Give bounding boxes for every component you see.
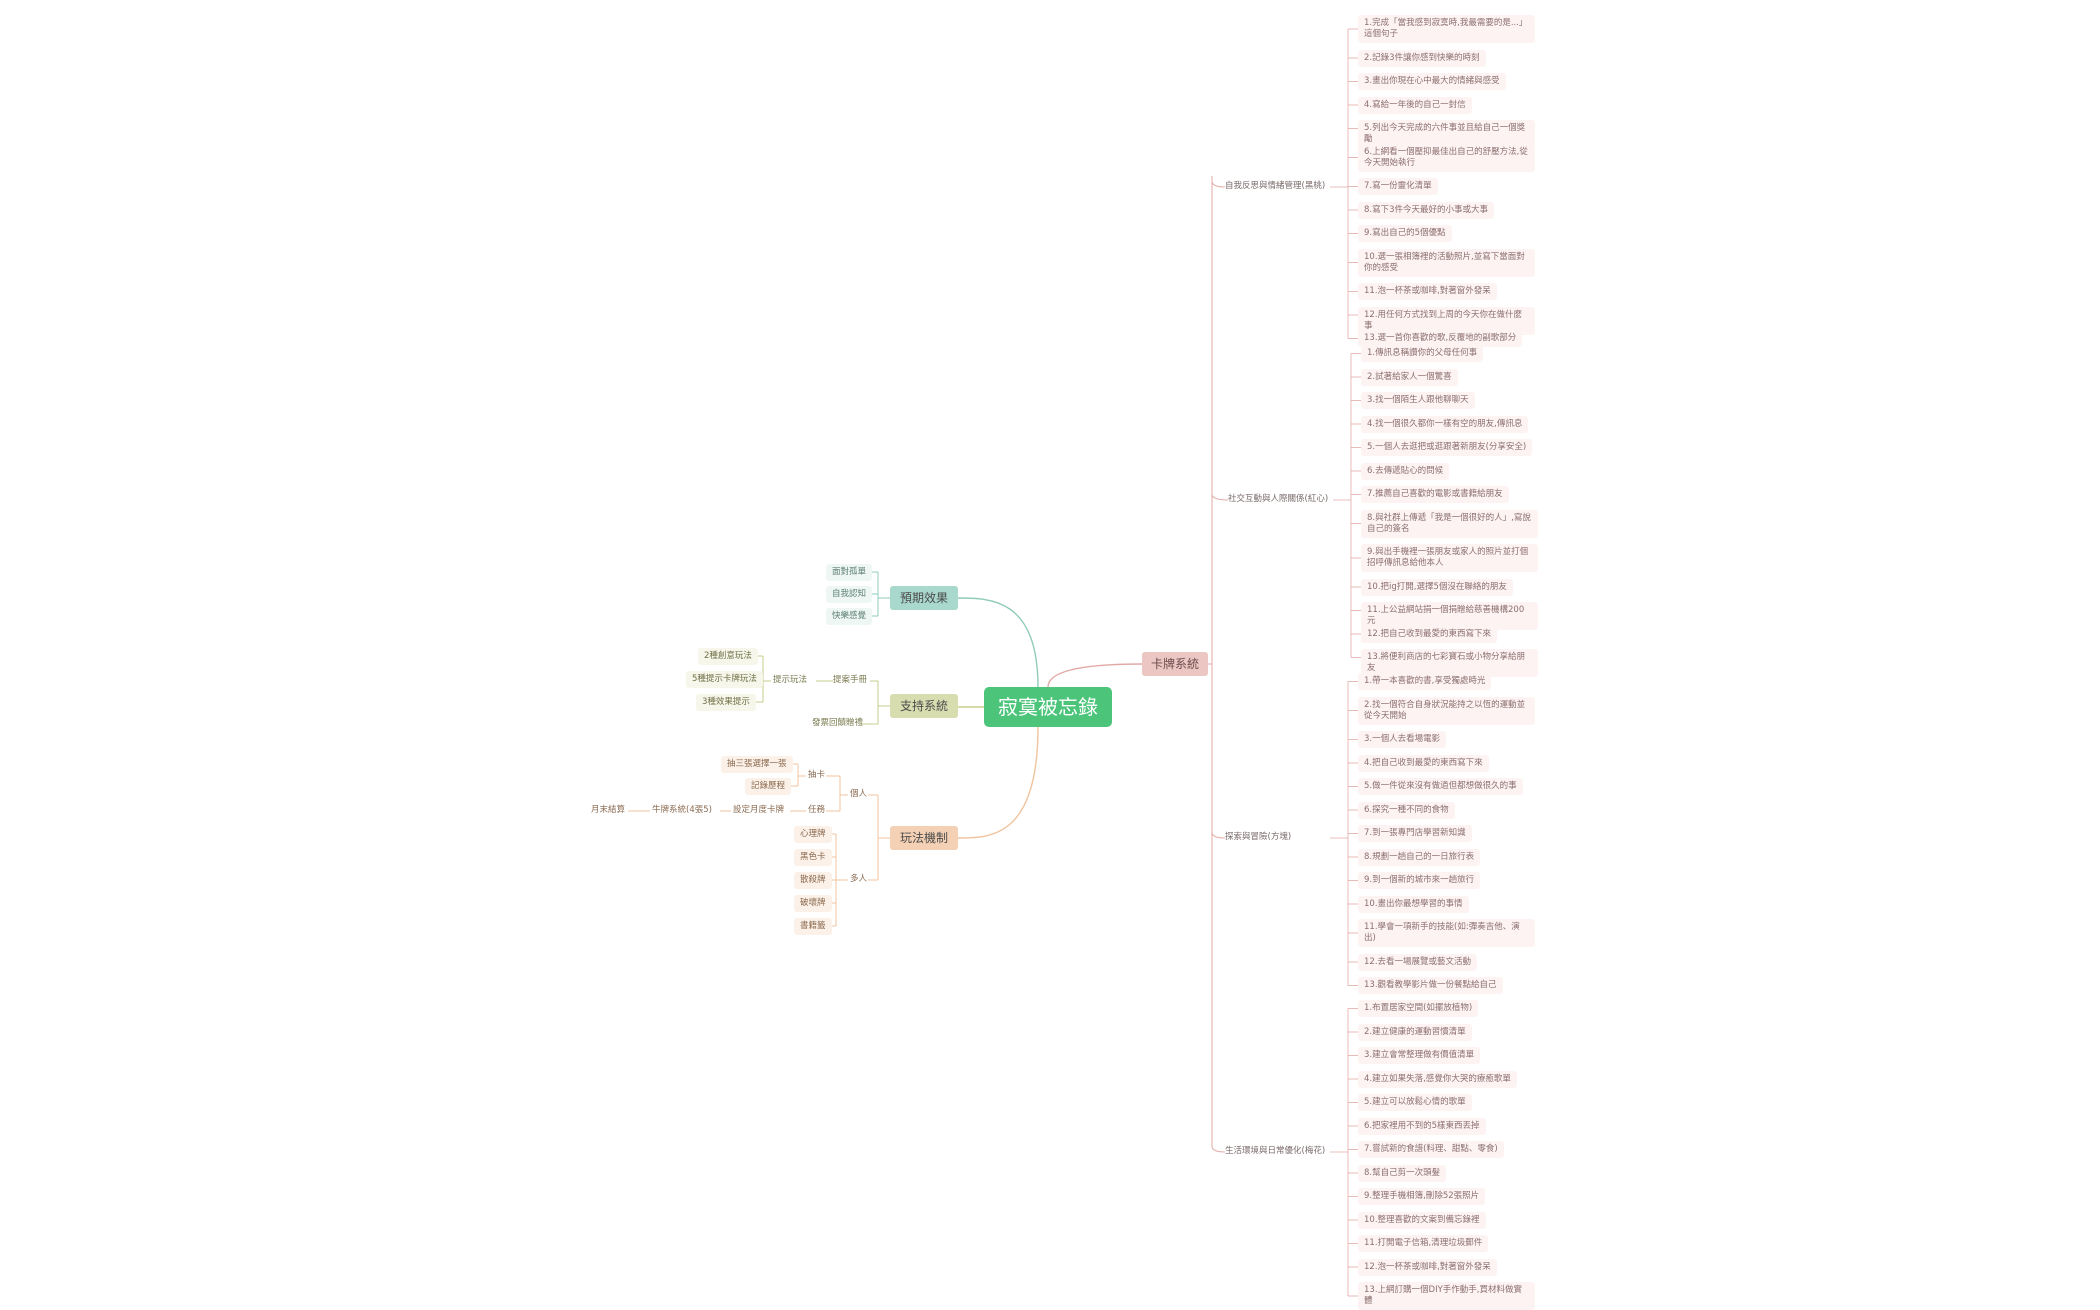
effect-item[interactable]: 面對孤單 [826, 564, 873, 581]
prompt-item[interactable]: 5種提示卡牌玩法 [686, 671, 763, 688]
card-item[interactable]: 13.上網訂購一個DIY手作動手,買材料做實體 [1358, 1282, 1535, 1310]
connector-line [1047, 663, 1143, 688]
card-item[interactable]: 7.嘗試新的食譜(料理、甜點、零食) [1358, 1141, 1504, 1158]
card-item[interactable]: 13.選一首你喜歡的歌,反覆地的副歌部分 [1358, 330, 1523, 347]
draw-item[interactable]: 抽三張選擇一張 [721, 756, 793, 773]
play-multi[interactable]: 多人 [850, 874, 868, 884]
card-item[interactable]: 1.布置居家空間(如擺放植物) [1358, 1000, 1479, 1017]
expected-effect-topic[interactable]: 預期效果 [890, 586, 958, 610]
reward-card-system[interactable]: 牛牌系統(4張5) [652, 805, 712, 815]
reward-item[interactable]: 設定月度卡牌 [733, 805, 785, 815]
card-item[interactable]: 2.試著給家人一個驚喜 [1361, 368, 1458, 386]
card-item[interactable]: 4.找一個很久都你一樣有空的朋友,傳訊息 [1361, 415, 1529, 433]
card-item[interactable]: 8.規劃一趟自己的一日旅行表 [1358, 848, 1481, 866]
card-group-1[interactable]: 自我反思與情緒管理(黑桃) [1225, 181, 1326, 191]
multi-item[interactable]: 破壞牌 [794, 895, 832, 912]
multi-item[interactable]: 心理牌 [794, 826, 832, 843]
draw-item[interactable]: 記錄歷程 [745, 778, 792, 795]
card-item[interactable]: 3.找一個陌生人跟他聊聊天 [1361, 392, 1475, 409]
card-item[interactable]: 5.一個人去逛把或逛跟著新朋友(分享安全) [1361, 439, 1533, 456]
card-item[interactable]: 7.寫一份靈化清單 [1358, 178, 1438, 195]
support-prompt-group[interactable]: 提示玩法 [773, 675, 808, 685]
play-mechanics-topic[interactable]: 玩法機制 [890, 826, 958, 850]
card-item[interactable]: 5.建立可以放鬆心情的歌單 [1358, 1094, 1472, 1111]
card-item[interactable]: 12.泡一杯茶或咖啡,對著窗外發呆 [1358, 1258, 1497, 1276]
card-item[interactable]: 6.探究一種不同的食物 [1358, 801, 1455, 819]
card-system-topic[interactable]: 卡牌系統 [1142, 652, 1208, 676]
card-item[interactable]: 3.畫出你現在心中最大的情緒與感受 [1358, 73, 1506, 90]
card-item[interactable]: 1.傳訊息稱讚你的父母任何事 [1361, 345, 1484, 362]
card-item[interactable]: 7.到一張專門店學習新知識 [1358, 825, 1472, 842]
play-reward[interactable]: 任務 [808, 805, 826, 815]
multi-item[interactable]: 書籍籤 [794, 918, 832, 935]
card-item[interactable]: 9.寫出自己的5個優點 [1358, 225, 1452, 242]
effect-item[interactable]: 自我認知 [826, 586, 873, 603]
card-item[interactable]: 12.用任何方式找到上周的今天你在做什麼事 [1358, 306, 1535, 335]
support-system-topic[interactable]: 支持系統 [890, 694, 958, 718]
card-item[interactable]: 13.觀看教學影片做一份餐點給自己 [1358, 977, 1503, 994]
card-item[interactable]: 13.將便利商店的七彩寶石或小物分享給朋友 [1361, 649, 1538, 677]
card-item[interactable]: 2.找一個符合自身狀況能持之以恆的運動並從今天開始 [1358, 696, 1535, 725]
card-item[interactable]: 2.建立健康的運動習慣清單 [1358, 1023, 1472, 1041]
connector-line [957, 726, 1039, 839]
connector-line [1211, 493, 1229, 501]
prompt-item[interactable]: 2種創意玩法 [698, 648, 758, 665]
card-item[interactable]: 8.與社群上傳遞「我是一個很好的人」,寫說自己的簽名 [1361, 509, 1538, 538]
card-item[interactable]: 4.建立如果失落,感覺你大哭的療癒歌單 [1358, 1070, 1517, 1088]
card-item[interactable]: 3.一個人去看場電影 [1358, 731, 1447, 748]
card-group-2[interactable]: 社交互動與人際關係(紅心) [1228, 494, 1329, 504]
card-item[interactable]: 8.寫下3件今天最好的小事或大事 [1358, 201, 1495, 219]
effect-item[interactable]: 快樂感覺 [826, 608, 873, 625]
card-item[interactable]: 10.把ig打開,選擇5個沒在聯絡的朋友 [1361, 578, 1513, 596]
connector-line [957, 597, 1039, 688]
connector-line [1211, 831, 1226, 839]
support-handbook[interactable]: 提案手冊 [833, 675, 868, 685]
card-item[interactable]: 5.做一件從來沒有做過但都想做很久的事 [1358, 778, 1523, 795]
play-draw[interactable]: 抽卡 [808, 770, 826, 780]
card-item[interactable]: 10.整理喜歡的文案到備忘錄裡 [1358, 1211, 1486, 1229]
multi-item[interactable]: 黑色卡 [794, 849, 832, 866]
card-item[interactable]: 7.推薦自己喜歡的電影或書籍給朋友 [1361, 486, 1509, 503]
card-group-3[interactable]: 探索與冒險(方塊) [1225, 832, 1292, 842]
card-item[interactable]: 11.打開電子信箱,清理垃圾郵件 [1358, 1235, 1489, 1252]
card-item[interactable]: 8.幫自己剪一次頭髮 [1358, 1164, 1447, 1182]
card-item[interactable]: 11.學會一項新手的技能(如:彈奏吉他、演出) [1358, 919, 1535, 947]
card-item[interactable]: 3.建立會常整理做有價值清單 [1358, 1047, 1481, 1064]
card-item[interactable]: 4.把自己收到最愛的東西寫下來 [1358, 754, 1489, 772]
card-item[interactable]: 2.記錄3件讓你感到快樂的時刻 [1358, 49, 1486, 67]
card-item[interactable]: 11.上公益網站捐一個捐贈給慈善機構200元 [1361, 602, 1538, 630]
card-item[interactable]: 4.寫給一年後的自己一封信 [1358, 96, 1472, 114]
card-item[interactable]: 11.泡一杯茶或咖啡,對著窗外發呆 [1358, 283, 1497, 300]
card-item[interactable]: 6.把家裡用不到的5樣東西丟掉 [1358, 1117, 1486, 1135]
play-single[interactable]: 個人 [850, 789, 868, 799]
support-kit[interactable]: 發票回饋贈禮 [812, 718, 864, 728]
root-topic[interactable]: 寂寞被忘錄 [984, 687, 1112, 727]
card-item[interactable]: 1.帶一本喜歡的書,享受獨處時光 [1358, 673, 1492, 690]
card-item[interactable]: 9.與出手機裡一張朋友或家人的照片並打個招呼傳訊息給他本人 [1361, 544, 1538, 572]
multi-item[interactable]: 散殺牌 [794, 872, 832, 889]
card-item[interactable]: 1.完成「當我感到寂寞時,我最需要的是...」這個句子 [1358, 15, 1535, 43]
card-item[interactable]: 12.去看一場展覽或藝文活動 [1358, 953, 1478, 971]
card-item[interactable]: 10.選一張相簿裡的活動照片,並寫下當面對你的感受 [1358, 248, 1535, 277]
card-item[interactable]: 5.列出今天完成的六件事並且給自己一個獎勵 [1358, 120, 1535, 148]
card-item[interactable]: 9.整理手機相簿,刪除52張照片 [1358, 1188, 1486, 1205]
card-item[interactable]: 9.到一個新的城市來一趟旅行 [1358, 872, 1481, 889]
card-item[interactable]: 6.去傳遞貼心的問候 [1361, 462, 1450, 480]
connector-line [1211, 180, 1226, 188]
prompt-item[interactable]: 3種效果提示 [696, 694, 756, 711]
card-group-4[interactable]: 生活環境與日常優化(梅花) [1225, 1146, 1326, 1156]
reward-end[interactable]: 月末結算 [591, 805, 626, 815]
connector-line [1211, 1145, 1226, 1153]
card-item[interactable]: 12.把自己收到最愛的東西寫下來 [1361, 625, 1498, 643]
card-item[interactable]: 10.畫出你最想學習的事情 [1358, 895, 1469, 913]
card-item[interactable]: 6.上網看一個壓抑最佳出自己的舒壓方法,從今天開始執行 [1358, 143, 1535, 172]
